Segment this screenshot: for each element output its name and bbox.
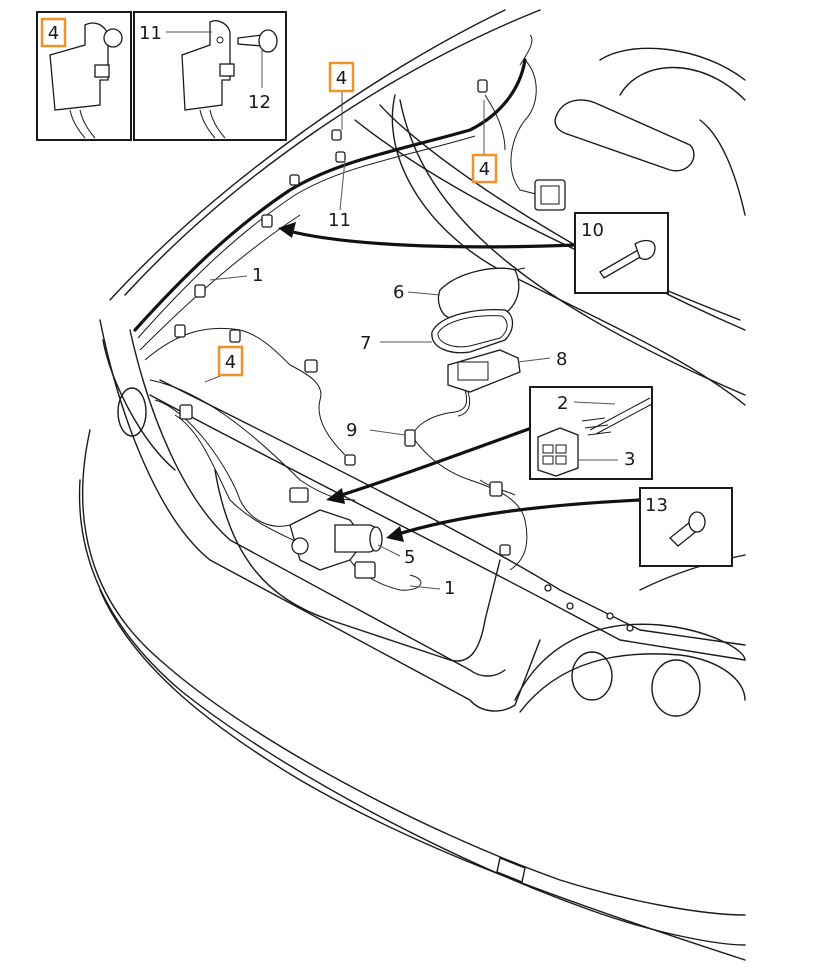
inset-box-4 — [36, 11, 132, 141]
callout-4-mid: 4 — [479, 159, 490, 180]
callout-4-inset: 4 — [48, 23, 59, 44]
callout-12-inset: 12 — [248, 92, 271, 113]
callout-1-upper: 1 — [252, 265, 263, 286]
antenna-cover — [437, 267, 526, 321]
callout-4-top: 4 — [336, 68, 347, 89]
callout-9: 9 — [346, 420, 357, 441]
callout-6: 6 — [393, 282, 404, 303]
antenna-cable — [404, 389, 471, 447]
callout-4-left: 4 — [225, 352, 236, 373]
callout-4-left-highlight — [217, 345, 244, 377]
antenna-base — [447, 349, 521, 393]
callout-4-inset-highlight — [40, 17, 67, 48]
wiring-harness — [133, 34, 634, 632]
callout-3: 3 — [624, 449, 635, 470]
gasket — [431, 309, 514, 354]
callout-2: 2 — [557, 393, 568, 414]
callout-4-mid-highlight — [471, 153, 498, 184]
callout-7: 7 — [360, 333, 371, 354]
inset-box-2-3 — [529, 386, 653, 480]
callout-11-inset: 11 — [139, 23, 162, 44]
callout-5: 5 — [404, 547, 415, 568]
callout-10: 10 — [581, 220, 604, 241]
callout-1-lower: 1 — [444, 578, 455, 599]
inset-box-11-12 — [133, 11, 287, 141]
inset-box-10 — [574, 212, 669, 294]
callout-13: 13 — [645, 495, 668, 516]
car-body-outline — [78, 9, 746, 961]
direction-arrows — [278, 222, 642, 542]
callout-11-main: 11 — [328, 210, 351, 231]
motor-assembly — [289, 487, 383, 579]
callout-4-top-highlight — [328, 61, 355, 93]
inset-box-13 — [639, 487, 733, 567]
callout-8: 8 — [556, 349, 567, 370]
